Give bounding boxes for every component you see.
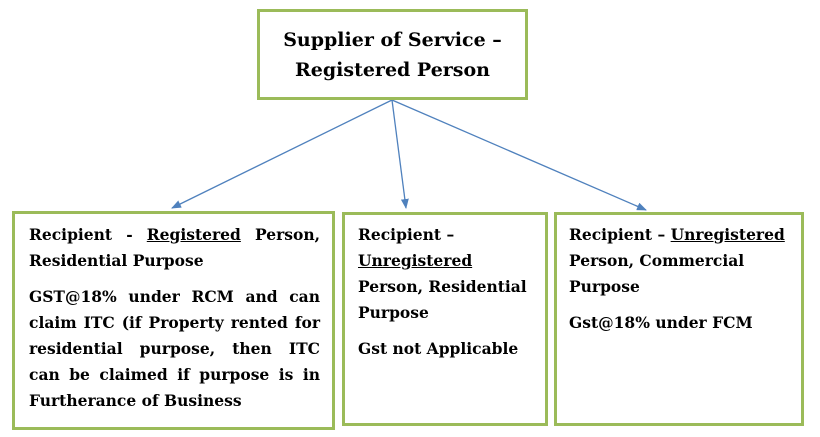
heading-prefix: Recipient – [569,225,671,244]
heading-underlined: Registered [146,225,241,244]
heading-suffix: Person, Residential Purpose [358,277,527,322]
recipient-unregistered-residential-description: Gst not Applicable [358,339,519,358]
recipient-registered-description: GST@18% under RCM and can claim ITC (if … [29,287,320,410]
heading-prefix: Recipient – [358,225,455,244]
heading-underlined: Unregistered [670,225,785,244]
supplier-title-line1: Supplier of Service – [283,28,502,51]
supplier-box: Supplier of Service – Registered Person [257,9,528,100]
recipient-unregistered-commercial-description: Gst@18% under FCM [569,313,753,332]
supplier-title-line2: Registered Person [294,58,490,81]
arrow-to-left-box [171,99,393,209]
arrow-to-right-box [391,99,647,211]
heading-underlined: Unregistered [358,251,473,270]
recipient-registered-heading: Recipient - Registered Person, Residenti… [29,222,320,274]
heading-prefix: Recipient - [29,225,147,244]
heading-suffix: Person, Commercial Purpose [569,251,745,296]
heading-suffix: Person, Residential Purpose [29,225,320,270]
arrow-to-middle-box [391,99,409,209]
recipient-registered-box: Recipient - Registered Person, Residenti… [12,211,335,430]
